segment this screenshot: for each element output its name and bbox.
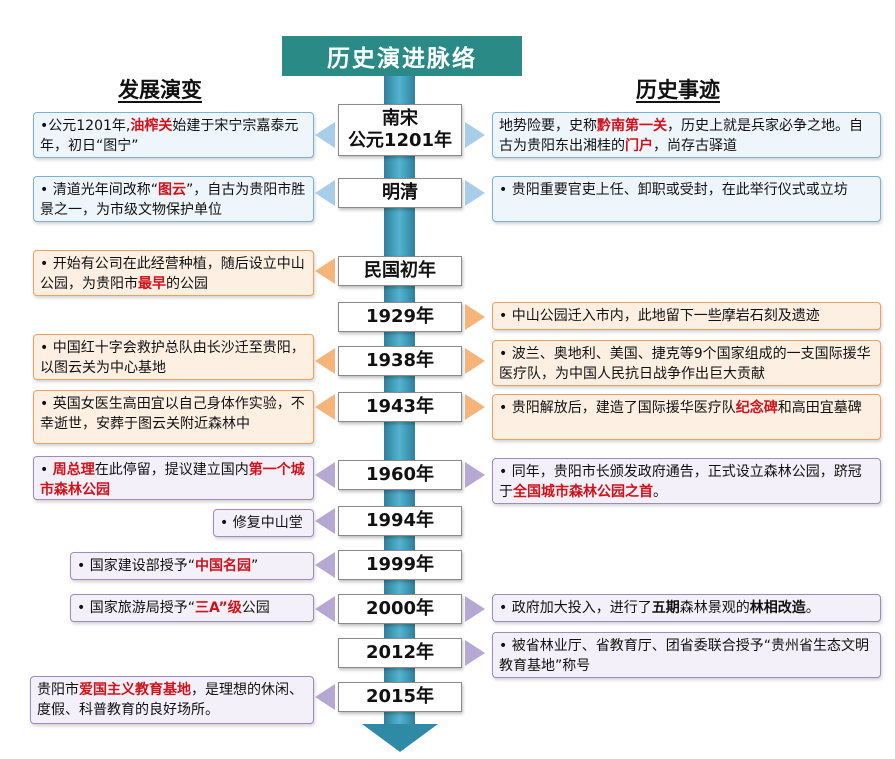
year-label-2000: 2000年 — [338, 594, 462, 624]
left-connector-arrow — [315, 258, 335, 284]
left-connector-arrow — [315, 348, 335, 374]
year-label-1999: 1999年 — [338, 550, 462, 580]
right-connector-arrow — [465, 596, 485, 622]
right-event-1943: • 贵阳解放后，建造了国际援华医疗队纪念碑和高田宜墓碑 — [492, 394, 881, 440]
year-label-early-republic: 民国初年 — [338, 256, 462, 286]
left-event-early-republic: • 开始有公司在此经营种植，随后设立中山公园，为贵阳市最早的公园 — [33, 250, 314, 296]
year-label-1938: 1938年 — [338, 346, 462, 376]
left-event-1999: • 国家建设部授予“中国名园” — [70, 552, 314, 580]
year-label-1929: 1929年 — [338, 302, 462, 332]
left-event-ming-qing: • 清道光年间改称“图云”，自古为贵阳市胜景之一，为市级文物保护单位 — [33, 176, 314, 222]
right-connector-arrow — [465, 640, 485, 666]
left-event-1960: • 周总理在此停留，提议建立国内第一个城市森林公园 — [33, 456, 314, 500]
year-label-ming-qing: 明清 — [338, 178, 462, 208]
year-label-1960: 1960年 — [338, 460, 462, 490]
year-label-2015: 2015年 — [338, 682, 462, 712]
left-column-heading: 发展演变 — [118, 78, 202, 102]
left-connector-arrow — [315, 462, 335, 488]
right-column-heading: 历史事迹 — [636, 78, 720, 102]
left-connector-arrow — [315, 394, 335, 420]
year-label-2012: 2012年 — [338, 638, 462, 668]
right-event-1960: • 同年，贵阳市长颁发政府通告，正式设立森林公园，跻冠于全国城市森林公园之首。 — [492, 458, 881, 504]
diagram-title: 历史演进脉络 — [282, 36, 522, 76]
right-connector-arrow — [465, 462, 485, 488]
right-event-2012: • 被省林业厅、省教育厅、团省委联合授予“贵州省生态文明教育基地”称号 — [492, 632, 881, 678]
timeline-arrow-head — [362, 724, 438, 752]
right-connector-arrow — [465, 348, 485, 374]
left-connector-arrow — [315, 684, 335, 710]
left-connector-arrow — [315, 508, 335, 534]
right-event-ming-qing: • 贵阳重要官吏上任、卸职或受封，在此举行仪式或立坊 — [492, 176, 881, 222]
left-connector-arrow — [315, 596, 335, 622]
left-event-1938: • 中国红十字会救护总队由长沙迁至贵阳，以图云关为中心基地 — [33, 334, 314, 380]
left-connector-arrow — [315, 180, 335, 206]
right-connector-arrow — [465, 304, 485, 330]
left-event-1201: •公元1201年,油榨关始建于宋宁宗嘉泰元年，初日“图宁” — [33, 112, 314, 158]
right-event-1201: 地势险要，史称黔南第一关，历史上就是兵家必争之地。自古为贵阳东出湘桂的门户，尚存… — [492, 112, 881, 158]
left-event-1994: • 修复中山堂 — [213, 509, 314, 537]
year-label-1943: 1943年 — [338, 392, 462, 422]
right-event-2000: • 政府加大投入，进行了五期森林景观的林相改造。 — [492, 594, 881, 622]
year-label-1994: 1994年 — [338, 506, 462, 536]
right-event-1929: • 中山公园迁入市内，此地留下一些摩岩石刻及遗迹 — [492, 302, 881, 330]
right-event-1938: • 波兰、奥地利、美国、捷克等9个国家组成的一支国际援华医疗队，为中国人民抗日战… — [492, 340, 881, 386]
year-label-southern-song: 南宋公元1201年 — [338, 104, 462, 156]
left-connector-arrow — [315, 552, 335, 578]
right-connector-arrow — [465, 394, 485, 420]
right-connector-arrow — [465, 180, 485, 206]
left-event-2000: • 国家旅游局授予“三A”级公园 — [70, 594, 314, 622]
right-connector-arrow — [465, 122, 485, 148]
left-connector-arrow — [315, 122, 335, 148]
left-event-2015: 贵阳市爱国主义教育基地，是理想的休闲、度假、科普教育的良好场所。 — [30, 676, 314, 724]
left-event-1943: • 英国女医生高田宜以自己身体作实验，不幸逝世，安葬于图云关附近森林中 — [33, 390, 314, 444]
